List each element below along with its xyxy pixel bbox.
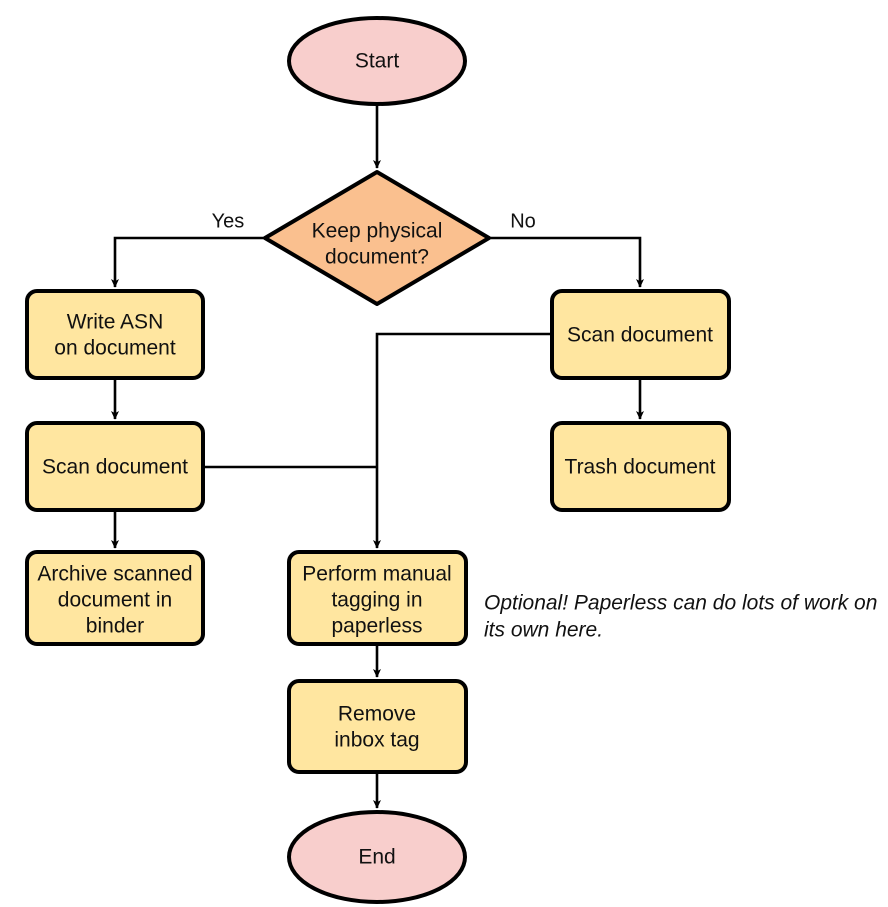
archive-document-label-line-3: binder (86, 615, 144, 638)
node-keep-physical-document[interactable]: Keep physical document? (263, 170, 491, 306)
trash-document-rect[interactable] (550, 421, 731, 512)
node-scan-document-left[interactable]: Scan document (25, 421, 205, 512)
scan-document-left-label: Scan document (42, 456, 188, 479)
archive-document-label-line-2: document in (58, 589, 172, 612)
trash-document-label: Trash document (565, 456, 716, 479)
write-asn-label-line-1: Write ASN (67, 311, 163, 334)
optional-note-line-1: Optional! Paperless can do lots of work … (484, 592, 877, 615)
decision-label-line-1: Keep physical (312, 220, 443, 243)
decision-label-line-2: document? (325, 246, 429, 269)
edge-label-layer: Yes No (212, 210, 536, 232)
node-trash-document[interactable]: Trash document (550, 421, 731, 512)
archive-document-label-line-1: Archive scanned (37, 563, 192, 586)
end-ellipse[interactable] (287, 810, 467, 904)
node-perform-manual-tagging-in-paperless[interactable]: Perform manual tagging in paperless (287, 550, 468, 646)
node-archive-scanned-document-in-binder[interactable]: Archive scanned document in binder (25, 550, 205, 646)
edge-decision-no-to-scan-right (490, 236, 644, 288)
write-asn-rect[interactable] (25, 289, 205, 380)
archive-document-rect[interactable] (25, 550, 205, 646)
edge-label-no: No (510, 210, 536, 232)
scan-document-left-rect[interactable] (25, 421, 205, 512)
remove-inbox-tag-label-line-2: inbox tag (334, 729, 419, 752)
start-ellipse[interactable] (287, 16, 467, 106)
edge-scan-right-to-tagging (373, 332, 552, 549)
remove-inbox-tag-label-line-1: Remove (338, 703, 416, 726)
perform-tagging-label-line-1: Perform manual (302, 563, 451, 586)
node-write-asn-on-document[interactable]: Write ASN on document (25, 289, 205, 380)
scan-document-right-rect[interactable] (550, 289, 731, 380)
optional-note-line-2: its own here. (484, 619, 603, 642)
remove-inbox-tag-rect[interactable] (287, 679, 468, 774)
node-end[interactable]: End (287, 810, 467, 904)
perform-tagging-label-line-3: paperless (331, 615, 422, 638)
perform-tagging-label-line-2: tagging in (331, 589, 422, 612)
decision-diamond[interactable] (263, 170, 491, 306)
node-start[interactable]: Start (287, 16, 467, 106)
annotation-layer: Optional! Paperless can do lots of work … (484, 592, 877, 642)
start-label: Start (355, 50, 400, 73)
scan-document-right-label: Scan document (567, 324, 713, 347)
node-layer: Start Keep physical document? Write ASN … (25, 16, 731, 904)
perform-tagging-rect[interactable] (287, 550, 468, 646)
edge-decision-yes-to-write-asn (111, 236, 265, 288)
write-asn-label-line-2: on document (54, 337, 176, 360)
node-scan-document-right[interactable]: Scan document (550, 289, 731, 380)
edge-layer (111, 104, 644, 809)
end-label: End (358, 846, 395, 869)
node-remove-inbox-tag[interactable]: Remove inbox tag (287, 679, 468, 774)
edge-label-yes: Yes (212, 210, 245, 232)
